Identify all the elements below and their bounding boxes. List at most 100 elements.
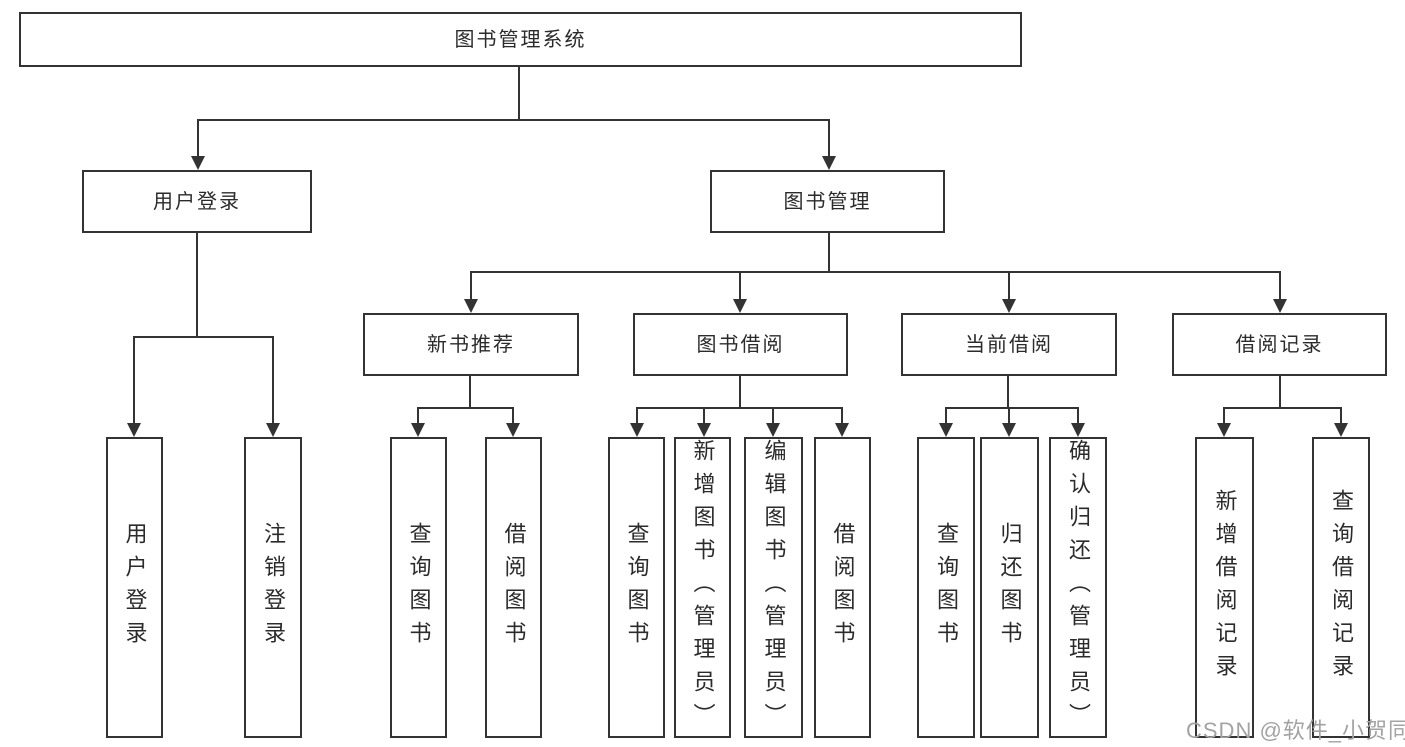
connector-new-book-stem bbox=[469, 376, 471, 408]
node-label: 查询图书 bbox=[406, 521, 432, 654]
arrow-head-icon bbox=[835, 423, 849, 437]
arrow-head-icon bbox=[506, 423, 520, 437]
node-new-book-recommend: 新书推荐 bbox=[363, 313, 579, 376]
arrow-to-leaf bbox=[1071, 409, 1085, 437]
arrow-head-icon bbox=[191, 156, 205, 170]
node-borrowing-records: 借阅记录 bbox=[1172, 313, 1387, 376]
leaf-logout: 注销登录 bbox=[244, 437, 302, 738]
connector-current-borrowing-rail bbox=[945, 407, 1079, 409]
node-label: 图书借阅 bbox=[696, 333, 785, 356]
node-label: 图书管理 bbox=[783, 190, 872, 213]
leaf-query-books-current: 查询图书 bbox=[917, 437, 975, 738]
leaf-add-books-admin: 新增图书（管理员） bbox=[674, 437, 731, 738]
arrow-head-icon bbox=[127, 423, 141, 437]
node-library-management-system: 图书管理系统 bbox=[19, 12, 1022, 67]
arrow-to-current-borrowing bbox=[1002, 273, 1016, 313]
connector-new-book-rail bbox=[417, 407, 514, 409]
connector-borrowing-records-rail bbox=[1223, 407, 1342, 409]
node-current-borrowing: 当前借阅 bbox=[901, 313, 1117, 376]
arrow-to-leaf bbox=[1002, 409, 1016, 437]
arrow-head-icon bbox=[822, 156, 836, 170]
arrow-head-icon bbox=[939, 423, 953, 437]
node-label: 借阅记录 bbox=[1235, 333, 1324, 356]
connector-root-stem bbox=[518, 67, 520, 120]
arrow-to-leaf-logout bbox=[266, 338, 280, 437]
arrow-head-icon bbox=[697, 423, 711, 437]
arrow-shaft bbox=[739, 273, 741, 302]
arrow-shaft bbox=[828, 121, 830, 159]
connector-current-borrowing-stem bbox=[1007, 376, 1009, 408]
arrow-head-icon bbox=[1002, 299, 1016, 313]
node-label: 新书推荐 bbox=[427, 333, 515, 356]
arrow-to-leaf bbox=[835, 409, 849, 437]
leaf-edit-books-admin: 编辑图书（管理员） bbox=[744, 437, 803, 738]
connector-root-rail bbox=[197, 119, 830, 121]
arrow-shaft bbox=[197, 121, 199, 159]
leaf-add-borrow-record: 新增借阅记录 bbox=[1195, 437, 1254, 738]
leaf-borrow-books-borrowing: 借阅图书 bbox=[814, 437, 871, 738]
arrow-shaft bbox=[703, 409, 705, 426]
node-label: 新增借阅记录 bbox=[1212, 488, 1238, 687]
leaf-query-books-recommend: 查询图书 bbox=[390, 437, 447, 738]
arrow-to-book-borrowing bbox=[733, 273, 747, 313]
arrow-to-leaf bbox=[630, 409, 644, 437]
node-label: 当前借阅 bbox=[965, 333, 1053, 356]
connector-borrowing-records-stem bbox=[1279, 376, 1281, 408]
node-user-login: 用户登录 bbox=[82, 170, 312, 233]
node-label: 用户登录 bbox=[122, 521, 148, 654]
arrow-to-leaf bbox=[411, 409, 425, 437]
leaf-return-books: 归还图书 bbox=[980, 437, 1039, 738]
arrow-head-icon bbox=[411, 423, 425, 437]
node-label: 图书管理系统 bbox=[454, 28, 587, 51]
arrow-to-leaf-user-login bbox=[127, 338, 141, 437]
arrow-head-icon bbox=[1002, 423, 1016, 437]
arrow-head-icon bbox=[266, 423, 280, 437]
node-label: 查询图书 bbox=[624, 521, 650, 654]
arrow-shaft bbox=[1340, 409, 1342, 426]
arrow-shaft bbox=[1077, 409, 1079, 426]
arrow-shaft bbox=[636, 409, 638, 426]
connector-book-management-stem bbox=[828, 233, 830, 272]
arrow-to-leaf bbox=[697, 409, 711, 437]
arrow-to-leaf bbox=[939, 409, 953, 437]
arrow-shaft bbox=[1008, 273, 1010, 302]
leaf-borrow-books-recommend: 借阅图书 bbox=[485, 437, 542, 738]
arrow-to-leaf bbox=[766, 409, 780, 437]
arrow-shaft bbox=[133, 338, 135, 426]
node-label: 查询图书 bbox=[934, 521, 959, 654]
arrow-head-icon bbox=[1217, 423, 1231, 437]
node-label: 编辑图书（管理员） bbox=[761, 439, 787, 736]
arrow-to-book-management bbox=[822, 121, 836, 170]
node-label: 借阅图书 bbox=[501, 521, 527, 654]
node-label: 查询借阅记录 bbox=[1329, 488, 1354, 687]
node-label: 新增图书（管理员） bbox=[690, 439, 716, 736]
connector-user-login-rail bbox=[133, 336, 274, 338]
arrow-shaft bbox=[1223, 409, 1225, 426]
arrow-head-icon bbox=[766, 423, 780, 437]
connector-book-borrowing-rail bbox=[636, 407, 843, 409]
arrow-to-new-book-recommend bbox=[464, 273, 478, 313]
arrow-shaft bbox=[417, 409, 419, 426]
node-label: 借阅图书 bbox=[830, 521, 856, 654]
arrow-to-leaf bbox=[506, 409, 520, 437]
arrow-shaft bbox=[1008, 409, 1010, 426]
arrow-to-leaf bbox=[1217, 409, 1231, 437]
arrow-head-icon bbox=[1071, 423, 1085, 437]
connector-book-management-rail bbox=[470, 271, 1281, 273]
arrow-to-leaf bbox=[1334, 409, 1348, 437]
leaf-user-login: 用户登录 bbox=[106, 437, 163, 738]
arrow-shaft bbox=[1279, 273, 1281, 302]
arrow-shaft bbox=[772, 409, 774, 426]
arrow-to-borrowing-records bbox=[1273, 273, 1287, 313]
arrow-head-icon bbox=[630, 423, 644, 437]
arrow-shaft bbox=[841, 409, 843, 426]
arrow-shaft bbox=[945, 409, 947, 426]
node-book-management: 图书管理 bbox=[710, 170, 945, 233]
leaf-confirm-return-admin: 确认归还（管理员） bbox=[1049, 437, 1107, 738]
arrow-head-icon bbox=[464, 299, 478, 313]
node-label: 用户登录 bbox=[153, 190, 241, 213]
arrow-to-user-login bbox=[191, 121, 205, 170]
arrow-shaft bbox=[512, 409, 514, 426]
leaf-query-books-borrowing: 查询图书 bbox=[608, 437, 665, 738]
